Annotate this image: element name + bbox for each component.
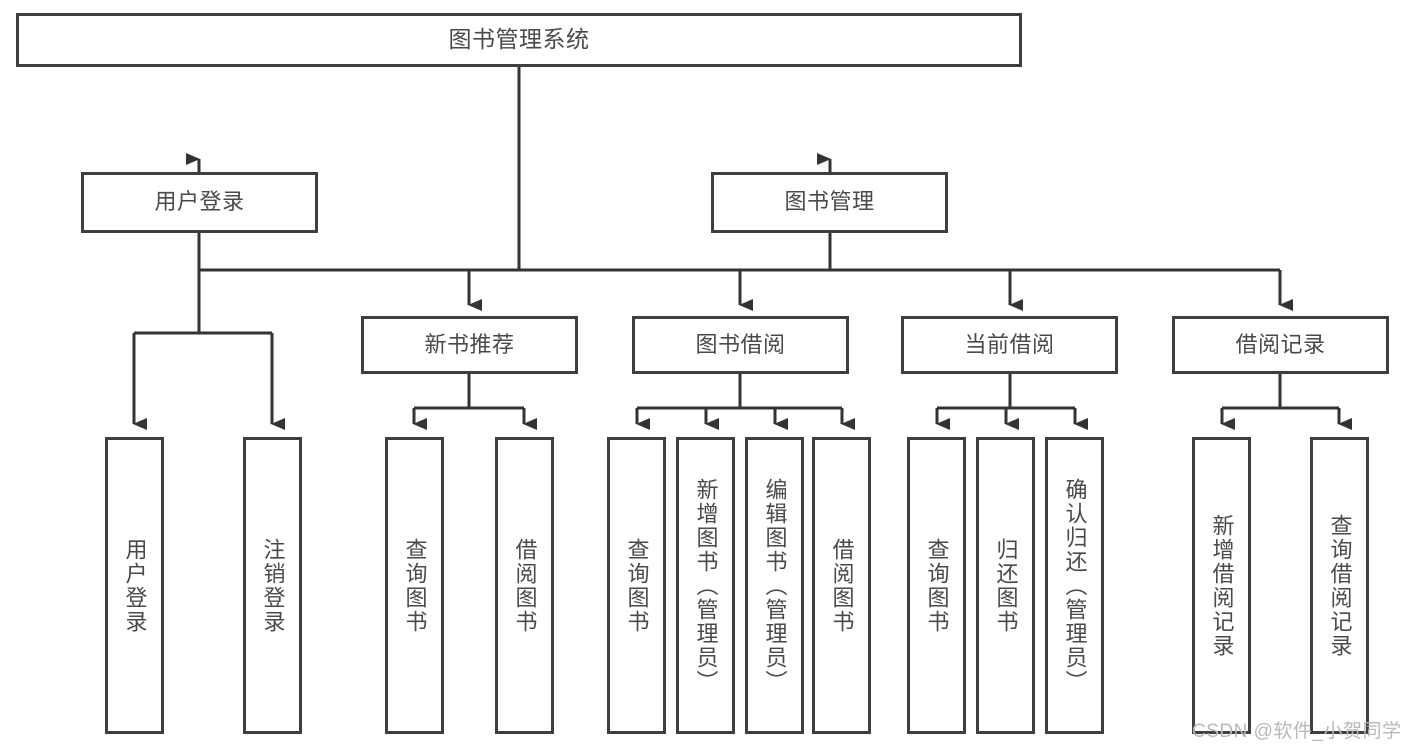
- node-leaf-return-book-label: 归还图书: [993, 537, 1019, 634]
- node-leaf-user-login-label: 用户登录: [122, 537, 148, 634]
- node-borrow-record[interactable]: 借阅记录: [1172, 316, 1389, 374]
- node-book-manage[interactable]: 图书管理: [711, 172, 948, 233]
- node-root[interactable]: 图书管理系统: [16, 13, 1022, 67]
- node-leaf-add-book-label: 新增图书（管理员）: [693, 477, 719, 694]
- node-book-borrow-label: 图书借阅: [695, 331, 786, 357]
- node-root-label: 图书管理系统: [448, 26, 590, 53]
- node-leaf-query-book-2-label: 查询图书: [624, 537, 650, 634]
- node-leaf-add-record[interactable]: 新增借阅记录: [1192, 437, 1251, 734]
- node-current-borrow-label: 当前借阅: [964, 331, 1055, 357]
- node-current-borrow[interactable]: 当前借阅: [901, 316, 1118, 374]
- node-leaf-borrow-book-1[interactable]: 借阅图书: [495, 437, 554, 734]
- node-leaf-logout-login-label: 注销登录: [260, 537, 286, 634]
- node-leaf-query-book-1-label: 查询图书: [402, 537, 428, 634]
- node-leaf-borrow-book-2[interactable]: 借阅图书: [812, 437, 871, 734]
- node-leaf-edit-book-label: 编辑图书（管理员）: [762, 477, 788, 694]
- node-leaf-confirm-return-label: 确认归还（管理员）: [1062, 477, 1088, 694]
- node-leaf-query-record-label: 查询借阅记录: [1327, 513, 1353, 658]
- node-leaf-logout-login[interactable]: 注销登录: [243, 437, 302, 734]
- node-leaf-query-record[interactable]: 查询借阅记录: [1310, 437, 1369, 734]
- node-leaf-query-book-3-label: 查询图书: [924, 537, 950, 634]
- node-leaf-add-book[interactable]: 新增图书（管理员）: [676, 437, 735, 734]
- node-user-login-label: 用户登录: [154, 189, 245, 215]
- node-leaf-user-login[interactable]: 用户登录: [105, 437, 164, 734]
- csdn-watermark: CSDN @软件_小贺同学: [1192, 721, 1402, 742]
- node-leaf-borrow-book-1-label: 借阅图书: [512, 537, 538, 634]
- node-new-book-recommend-label: 新书推荐: [424, 331, 515, 357]
- node-leaf-edit-book[interactable]: 编辑图书（管理员）: [745, 437, 804, 734]
- node-book-borrow[interactable]: 图书借阅: [632, 316, 849, 374]
- node-user-login[interactable]: 用户登录: [81, 172, 318, 233]
- node-new-book-recommend[interactable]: 新书推荐: [361, 316, 578, 374]
- node-leaf-add-record-label: 新增借阅记录: [1209, 513, 1235, 658]
- node-leaf-borrow-book-2-label: 借阅图书: [829, 537, 855, 634]
- node-leaf-query-book-3[interactable]: 查询图书: [907, 437, 966, 734]
- node-leaf-query-book-1[interactable]: 查询图书: [385, 437, 444, 734]
- node-leaf-query-book-2[interactable]: 查询图书: [607, 437, 666, 734]
- node-leaf-confirm-return[interactable]: 确认归还（管理员）: [1045, 437, 1104, 734]
- node-leaf-return-book[interactable]: 归还图书: [976, 437, 1035, 734]
- node-borrow-record-label: 借阅记录: [1235, 331, 1326, 357]
- node-book-manage-label: 图书管理: [784, 189, 875, 215]
